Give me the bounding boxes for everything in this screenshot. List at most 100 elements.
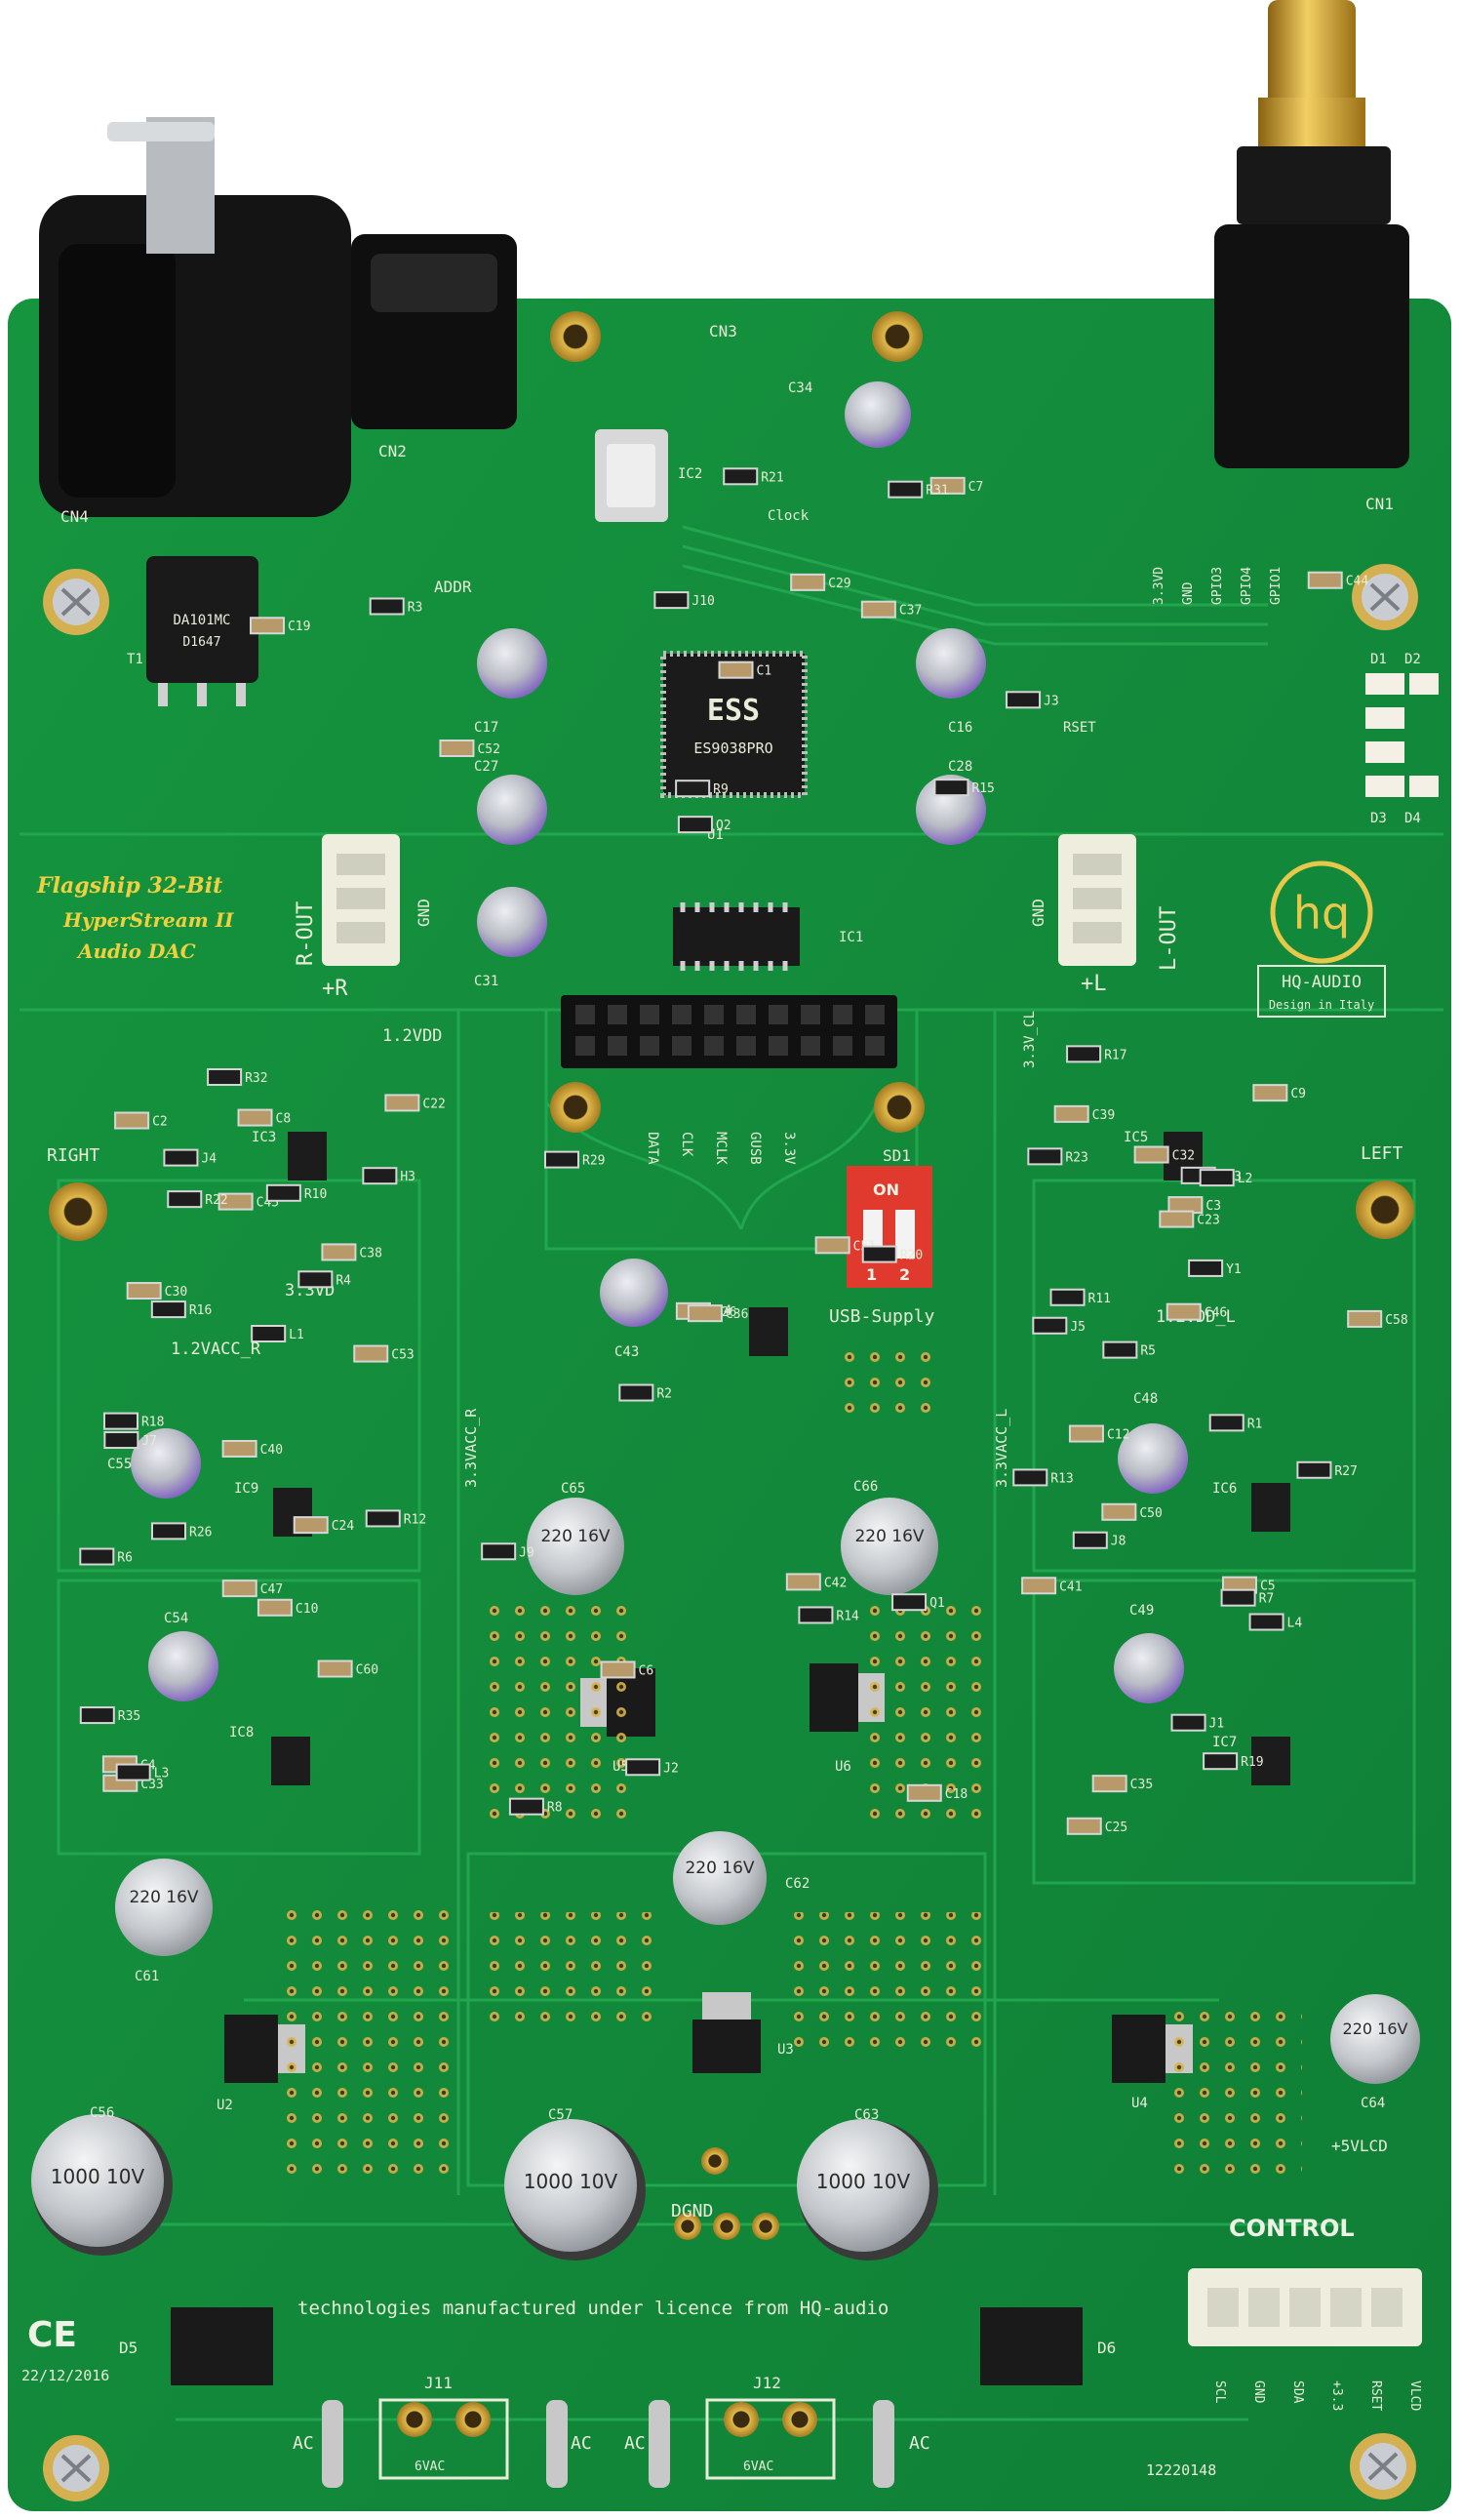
cap-c62: 220 16V (673, 1831, 767, 1925)
hdr-pin-mclk: MCLK (713, 1132, 729, 1165)
part-label: R1 (1247, 1417, 1263, 1431)
cap-c57: 1000 10V (504, 2119, 646, 2260)
part-r11: R11 (1049, 1288, 1111, 1306)
part-r16: R16 (150, 1300, 212, 1319)
leds (1365, 673, 1439, 797)
hq-logo-mark: hq (1293, 887, 1350, 940)
cap-c43-label: C43 (614, 1344, 639, 1360)
cap-c55-label: C55 (107, 1457, 132, 1472)
part-l2: L2 (1199, 1169, 1252, 1187)
transformer-t1: DA101MC D1647 T1 (127, 556, 258, 706)
part-label: R14 (836, 1609, 859, 1623)
part-r1: R1 (1208, 1414, 1263, 1432)
sd1-label: SD1 (883, 1146, 911, 1165)
cap-c65-value: 220 16V (540, 1527, 610, 1546)
crystal-y1 (595, 429, 668, 522)
ctrl-pin-3v3: +3.3 (1329, 2380, 1344, 2411)
ic8-label: IC8 (229, 1725, 254, 1740)
part-label: J8 (1111, 1535, 1126, 1549)
part-c36: C36 (687, 1304, 748, 1323)
cn1-label: CN1 (1365, 495, 1394, 513)
ac-label-4: AC (909, 2433, 930, 2454)
part-label: C9 (1290, 1087, 1306, 1101)
part-c50: C50 (1101, 1502, 1163, 1521)
part-label: R2 (656, 1387, 672, 1402)
part-label: R26 (189, 1525, 212, 1540)
led-d3-label: D3 (1370, 811, 1387, 826)
part-label: C23 (1197, 1214, 1219, 1228)
vac6-j12-label: 6VAC (743, 2460, 773, 2474)
ac-input-j12 (649, 2398, 894, 2488)
part-c23: C23 (1159, 1210, 1220, 1228)
part-label: R11 (1088, 1292, 1111, 1306)
part-c44: C44 (1307, 571, 1368, 589)
part-r31: R31 (888, 480, 949, 499)
cap-c62-value: 220 16V (685, 1859, 754, 1878)
part-label: J10 (691, 594, 714, 609)
part-r22: R22 (167, 1190, 228, 1209)
part-label: C1 (757, 664, 772, 679)
part-label: R9 (713, 782, 729, 797)
part-j5: J5 (1032, 1316, 1086, 1335)
part-label: R22 (205, 1193, 227, 1208)
part-label: R15 (971, 781, 994, 796)
ctrl-pin-vlcd: VLCD (1407, 2380, 1422, 2411)
ess-logo: ESS (707, 694, 760, 728)
t1-code-label: D1647 (182, 635, 220, 650)
part-c41: C41 (1021, 1577, 1083, 1595)
part-r15: R15 (933, 779, 995, 797)
cap-c48 (1118, 1423, 1188, 1494)
right-label: RIGHT (47, 1145, 99, 1166)
part-label: R27 (1334, 1464, 1357, 1479)
part-label: C47 (260, 1582, 283, 1597)
part-l4: L4 (1248, 1613, 1302, 1631)
part-label: H3 (400, 1170, 415, 1184)
part-c60: C60 (317, 1660, 378, 1678)
ctrl-pin-rset: RSET (1368, 2380, 1383, 2411)
usb-supply-label: USB-Supply (829, 1306, 935, 1327)
part-label: R8 (547, 1801, 563, 1816)
part-c32: C32 (1133, 1145, 1195, 1164)
part-label: C40 (260, 1443, 283, 1458)
ac-label-2: AC (571, 2433, 592, 2454)
part-c42: C42 (785, 1573, 847, 1591)
part-j4: J4 (163, 1148, 217, 1167)
part-c7: C7 (929, 476, 984, 495)
part-r29: R29 (544, 1150, 605, 1169)
ac-label-1: AC (293, 2433, 314, 2454)
part-label: C7 (968, 480, 984, 495)
cap-c63-label: C63 (854, 2107, 879, 2123)
part-h3: H3 (362, 1167, 415, 1185)
part-label: Q2 (716, 819, 731, 833)
cap-c57-label: C57 (548, 2107, 573, 2123)
part-r8: R8 (508, 1797, 563, 1816)
cap-c66-label: C66 (853, 1479, 878, 1495)
board-serial: 12220148 (1146, 2461, 1216, 2479)
control-connector (1188, 2268, 1422, 2346)
part-c46: C46 (1166, 1302, 1227, 1321)
part-label: C29 (828, 577, 850, 591)
part-j10: J10 (653, 591, 715, 610)
part-label: J4 (201, 1152, 217, 1167)
part-r27: R27 (1296, 1460, 1358, 1479)
led-d2-label: D2 (1404, 652, 1421, 667)
part-c35: C35 (1091, 1775, 1153, 1793)
ic6-label: IC6 (1212, 1481, 1237, 1497)
part-c30: C30 (126, 1282, 187, 1300)
part-r5: R5 (1102, 1340, 1156, 1359)
part-r18: R18 (102, 1412, 164, 1430)
cap-c54 (148, 1631, 218, 1701)
part-q1: Q1 (891, 1593, 945, 1612)
v12-vdd-label: 1.2VDD (382, 1026, 442, 1046)
part-label: R21 (761, 470, 783, 485)
part-label: C30 (165, 1285, 187, 1300)
gpio-pin-gpio4: GPIO4 (1240, 567, 1254, 605)
title-line-3: Audio DAC (76, 940, 196, 963)
part-c2: C2 (114, 1111, 168, 1130)
part-label: C2 (152, 1115, 168, 1130)
cap-c31-label: C31 (474, 974, 498, 989)
part-c40: C40 (221, 1439, 283, 1458)
part-r23: R23 (1027, 1147, 1088, 1166)
part-l1: L1 (251, 1325, 304, 1343)
via-grids (283, 1337, 1302, 2185)
